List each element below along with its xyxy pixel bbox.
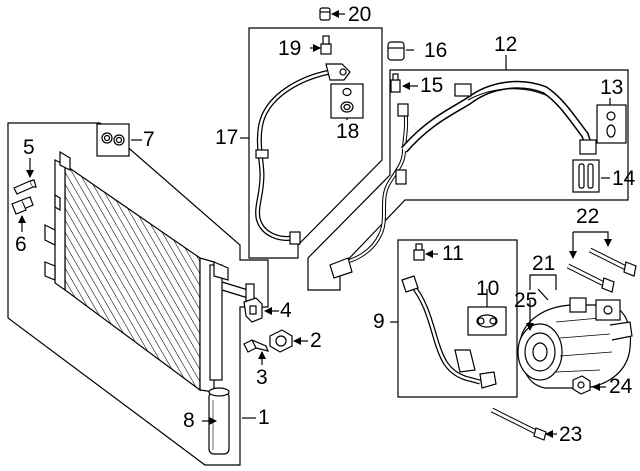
liquid-line-9	[401, 275, 497, 389]
seal-kit-7	[96, 123, 130, 157]
discharge-hose-12-group-outline	[307, 69, 629, 291]
bolt-6	[11, 196, 34, 215]
callout-22: 22	[576, 205, 600, 228]
valve-11	[413, 243, 425, 261]
callout-16: 16	[424, 39, 448, 62]
cap-16	[387, 41, 405, 61]
compressor-assembly	[517, 297, 633, 389]
callout-8: 8	[183, 409, 195, 432]
stud-23	[490, 407, 547, 441]
callout-21: 21	[532, 252, 556, 275]
callout-19: 19	[278, 37, 302, 60]
nut-2	[269, 329, 293, 353]
liquid-line-9-group-outline	[397, 239, 518, 398]
callout-15: 15	[420, 74, 444, 97]
callout-9: 9	[373, 310, 385, 333]
callout-23: 23	[559, 423, 583, 446]
callout-1: 1	[258, 406, 270, 429]
seal-kit-14	[572, 159, 600, 193]
callout-11: 11	[442, 242, 464, 265]
bolt-22-upper	[588, 247, 637, 277]
bolt-5	[13, 179, 37, 195]
callout-18: 18	[336, 120, 360, 143]
bolt-22-lower	[566, 263, 615, 293]
callout-12: 12	[494, 33, 518, 56]
bracket-4	[243, 297, 263, 323]
callout-7: 7	[143, 128, 155, 151]
valve-19	[320, 35, 332, 55]
bolt-3	[243, 339, 269, 353]
seal-kit-10	[467, 306, 507, 336]
callout-5: 5	[23, 136, 35, 159]
condenser-assembly	[44, 150, 255, 393]
callout-20: 20	[348, 3, 372, 26]
callout-24: 24	[609, 375, 633, 398]
nut-24	[572, 375, 591, 395]
seal-kit-18	[330, 83, 364, 119]
callout-2: 2	[310, 329, 322, 352]
callout-leaders	[18, 10, 612, 438]
callout-6: 6	[15, 233, 27, 256]
callout-10: 10	[476, 277, 500, 300]
cap-20	[319, 7, 331, 21]
callout-14: 14	[612, 167, 636, 190]
callout-4: 4	[280, 299, 292, 322]
seal-kit-13	[596, 104, 627, 144]
hose-17-group-outline	[248, 27, 383, 259]
callout-17: 17	[215, 126, 239, 149]
callout-3: 3	[256, 366, 268, 389]
discharge-hose-12	[329, 80, 597, 279]
callout-13: 13	[600, 76, 624, 99]
valve-15	[390, 73, 401, 93]
callout-25: 25	[514, 289, 538, 312]
suction-hose-17	[255, 63, 351, 245]
